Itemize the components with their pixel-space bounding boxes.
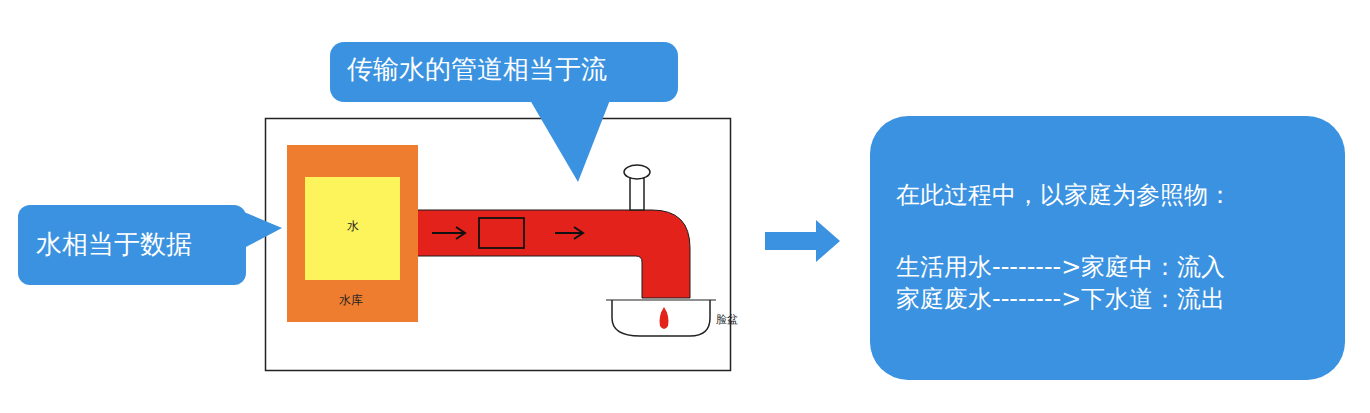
- callout-box: 水相当于数据: [18, 205, 246, 285]
- flow-arrow: [555, 232, 582, 234]
- callout-pointer: [530, 100, 610, 182]
- reservoir: 水库水: [287, 145, 418, 322]
- node-text: 水相当于数据: [36, 228, 192, 262]
- node-text: 水库: [339, 293, 363, 309]
- flow-arrow: [456, 227, 465, 239]
- node-text: 水: [347, 219, 359, 235]
- basin: [612, 300, 710, 336]
- faucet-stem: [630, 178, 644, 210]
- part-label: 脸盆: [716, 312, 738, 327]
- node-text: 在此过程中，以家庭为参照物：: [896, 180, 1232, 211]
- callout-pointer: [244, 212, 282, 248]
- basin-rim: [606, 299, 716, 300]
- flow-arrow: [574, 227, 583, 239]
- data-packet: [479, 218, 524, 248]
- node-text: 传输水的管道相当于流: [347, 53, 607, 87]
- pipe: [400, 210, 690, 298]
- water-drop: [660, 307, 669, 329]
- callout-box: 传输水的管道相当于流: [330, 42, 678, 102]
- frame: [266, 119, 731, 371]
- water-box: 水: [305, 177, 400, 280]
- flow-arrow: [432, 232, 464, 234]
- node-text: 家庭废水-------->下水道：流出: [896, 284, 1225, 315]
- faucet-knob: [624, 165, 650, 179]
- callout-box: 在此过程中，以家庭为参照物： 生活用水-------->家庭中：流入家庭废水---…: [870, 116, 1345, 380]
- result-arrow: [765, 220, 840, 262]
- node-text: 生活用水-------->家庭中：流入: [896, 252, 1225, 283]
